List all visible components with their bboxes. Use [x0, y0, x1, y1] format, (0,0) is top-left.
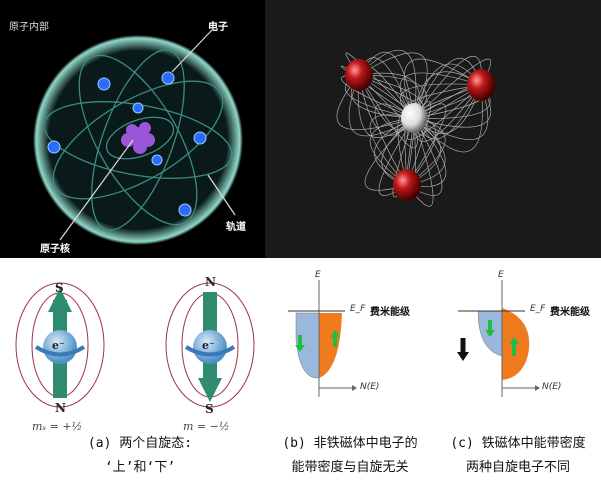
fermi-symbol: E_F [350, 304, 366, 314]
caption-a-line1: (a) 两个自旋态: [87, 436, 193, 451]
fermi-level-label: 费米能级 [370, 307, 410, 318]
red-charge-3 [393, 169, 421, 201]
nonferro-dos [288, 280, 357, 397]
field-line [358, 74, 418, 149]
red-charge-1 [345, 59, 373, 91]
field-line [406, 103, 447, 186]
caption-a-line2: ‘上’和‘下’ [104, 460, 176, 475]
field-line [413, 84, 489, 140]
pole-label: S [55, 281, 64, 295]
atom-drawing [33, 29, 243, 245]
field-line [406, 117, 446, 186]
electron-label: 电子 [208, 22, 228, 33]
nucleus [121, 122, 155, 154]
caption-b-line2: 能带密度与自旋无关 [291, 460, 409, 475]
caption-c: (c) 铁磁体中能带密度 两种自旋电子不同 [435, 432, 601, 480]
field-line [374, 117, 415, 186]
caption-a: (a) 两个自旋态: ‘上’和‘下’ [50, 432, 230, 480]
field-line [403, 58, 482, 119]
ms-down: m = −½ [183, 420, 230, 433]
pole-label: N [55, 401, 66, 415]
orbit-label: 轨道 [226, 222, 246, 233]
electrons [47, 71, 207, 217]
ms-up: mₛ = +½ [32, 420, 83, 433]
caption-c-line1: (c) 铁磁体中能带密度 [450, 436, 586, 451]
field-lines-illustration [265, 0, 601, 258]
field-line [406, 117, 446, 186]
atom-illustration: 原子内部 电子 轨道 原子核 [0, 0, 268, 258]
field-line [406, 117, 447, 187]
caption-c-line2: 两种自旋电子不同 [465, 460, 570, 475]
fermi-symbol: E_F [530, 304, 546, 314]
field-line [369, 114, 415, 186]
fermi-level-label: 费米能级 [550, 307, 590, 318]
pole-label: S [205, 402, 214, 416]
field-line [406, 117, 443, 196]
nucleus-label: 原子核 [40, 244, 70, 255]
field-line [358, 52, 428, 119]
field-line [369, 117, 415, 186]
dos-axis-label: N(E) [542, 382, 562, 392]
white-charge [401, 103, 427, 133]
electron-symbol: e⁻ [202, 339, 215, 352]
field-line [374, 103, 415, 186]
dos-axis-label: N(E) [360, 382, 380, 392]
field-lines-drawing [336, 49, 495, 207]
pole-label: N [205, 275, 216, 289]
red-charge-2 [467, 69, 495, 101]
field-line [364, 117, 415, 191]
caption-b: (b) 非铁磁体中电子的 能带密度与自旋无关 [265, 432, 435, 480]
caption-b-line1: (b) 非铁磁体中电子的 [282, 436, 418, 451]
energy-axis-label: E [315, 270, 321, 280]
field-line [406, 117, 434, 207]
electron-symbol: e⁻ [52, 339, 65, 352]
ferro-dos [457, 280, 540, 397]
energy-axis-label: E [498, 270, 504, 280]
field-line [399, 72, 482, 119]
atom-title: 原子内部 [9, 22, 49, 33]
